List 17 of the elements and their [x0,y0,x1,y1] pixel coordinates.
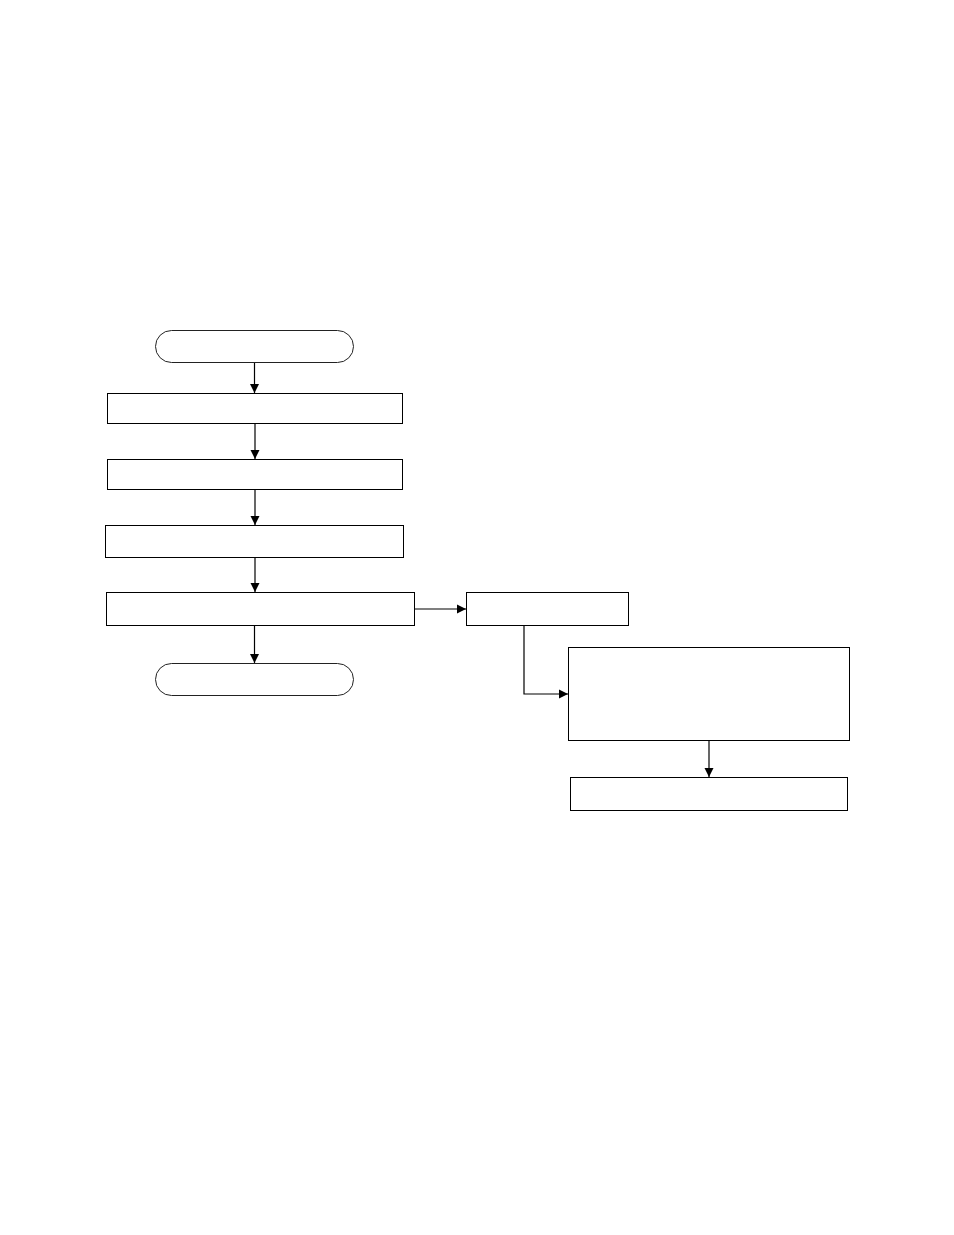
process-box [466,592,629,626]
process-box [106,592,415,626]
process-box [570,777,848,811]
process-box [107,459,403,490]
process-box [107,393,403,424]
process-box [568,647,850,741]
arrow [250,557,260,593]
arrow [414,604,467,614]
arrow [250,625,259,664]
terminal-shape [155,330,354,363]
arrow [250,423,260,460]
terminal-shape [155,663,354,696]
process-box [105,525,404,558]
arrow [523,625,569,699]
arrow [704,740,714,778]
arrow [250,489,260,526]
arrow [250,362,259,394]
